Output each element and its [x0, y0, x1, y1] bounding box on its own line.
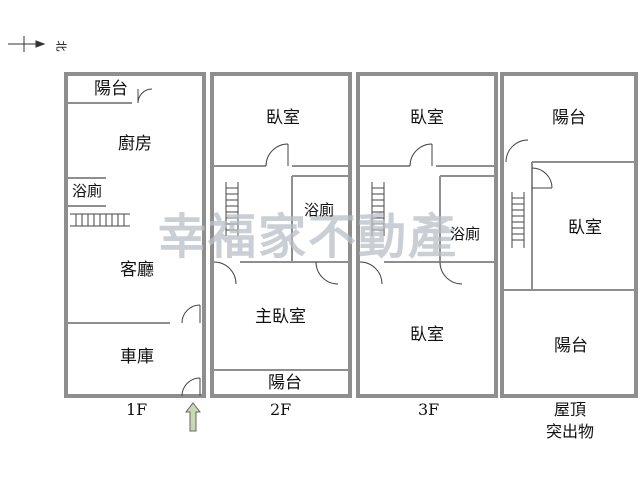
watermark-text: 幸福家不動產	[158, 209, 459, 265]
room-label: 陽台	[268, 373, 302, 393]
room-label: 臥室	[568, 218, 602, 238]
floor-3-doors	[359, 143, 463, 285]
room-label: 浴廁	[450, 225, 481, 243]
roof-walls	[500, 72, 638, 398]
floor-2-stairs	[225, 182, 239, 236]
compass-label: 北	[54, 40, 68, 52]
floor-1-walls	[64, 72, 206, 398]
floor-label-roof-sub: 突出物	[546, 422, 595, 441]
room-label: 客廳	[120, 260, 154, 280]
room-label: 廚房	[118, 134, 152, 154]
floor-2-doors	[213, 143, 339, 285]
room-label: 車庫	[120, 347, 154, 367]
floor-2-walls	[210, 72, 352, 398]
roof-stairs	[511, 192, 525, 248]
room-label: 臥室	[266, 108, 300, 128]
floor-1-doors	[137, 88, 201, 397]
room-label: 浴廁	[304, 201, 335, 219]
floor-label-1f: 1F	[126, 400, 148, 419]
floor-label-3f: 3F	[418, 400, 440, 419]
room-label: 陽台	[94, 79, 128, 99]
room-label: 陽台	[554, 336, 588, 356]
room-label: 浴廁	[72, 182, 103, 200]
floor-1-stairs	[70, 213, 130, 227]
roof-doors	[505, 139, 553, 189]
entrance-arrow-icon	[185, 402, 201, 432]
floor-3-stairs	[371, 182, 385, 236]
room-label: 主臥室	[255, 307, 306, 327]
room-label: 陽台	[552, 108, 586, 128]
floor-label-roof: 屋頂	[554, 400, 587, 419]
floor-label-2f: 2F	[270, 400, 292, 419]
compass-icon	[8, 36, 46, 52]
room-label: 臥室	[410, 325, 444, 345]
room-label: 臥室	[410, 108, 444, 128]
floor-3-walls	[356, 72, 498, 398]
